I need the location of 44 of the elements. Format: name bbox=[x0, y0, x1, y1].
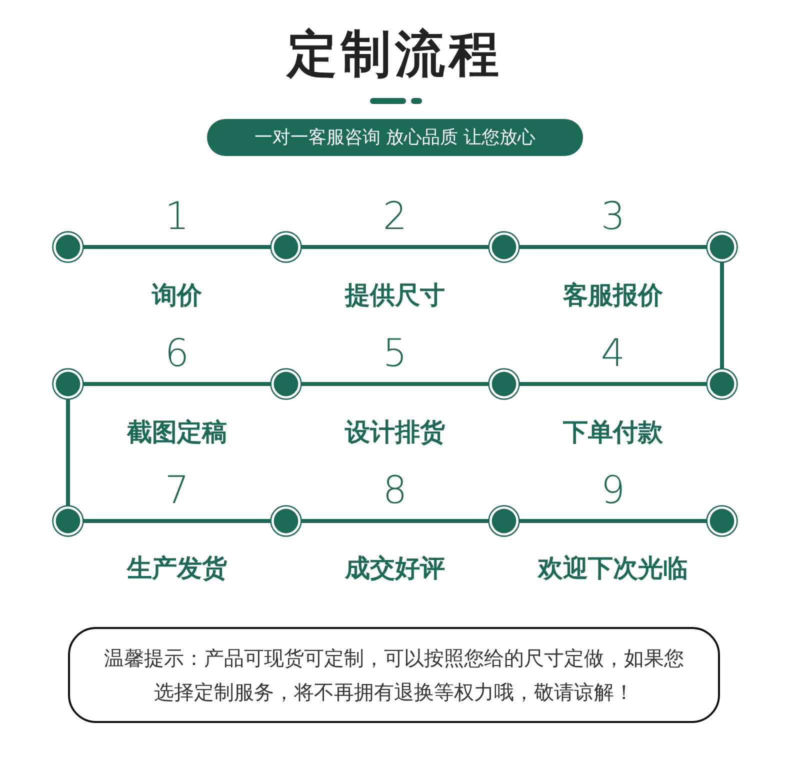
step-name: 设计排货 bbox=[345, 418, 445, 446]
step-number: 4 bbox=[600, 334, 626, 372]
step-number: 1 bbox=[164, 197, 190, 235]
step-dot bbox=[270, 368, 302, 400]
tagline-banner: 一对一客服咨询 放心品质 让您放心 bbox=[207, 119, 583, 156]
step-name: 生产发货 bbox=[127, 554, 227, 582]
title: 定制流程 bbox=[287, 24, 503, 84]
step-dot bbox=[488, 231, 520, 263]
connector-line bbox=[83, 245, 271, 249]
step-number: 9 bbox=[600, 471, 626, 509]
step-name: 成交好评 bbox=[345, 554, 445, 582]
connector-line bbox=[519, 519, 707, 523]
connector-line bbox=[83, 382, 271, 386]
connector-line bbox=[66, 399, 70, 506]
step-dot bbox=[270, 505, 302, 537]
step-number: 7 bbox=[164, 471, 190, 509]
connector-line bbox=[301, 245, 489, 249]
step-dot bbox=[488, 368, 520, 400]
connector-line bbox=[83, 519, 271, 523]
step-dot bbox=[52, 368, 84, 400]
connector-line bbox=[720, 262, 724, 369]
step-name: 提供尺寸 bbox=[345, 281, 445, 309]
step-name: 欢迎下次光临 bbox=[538, 554, 688, 582]
step-dot bbox=[706, 231, 738, 263]
connector-line bbox=[301, 382, 489, 386]
step-dot bbox=[52, 505, 84, 537]
connector-line bbox=[519, 245, 707, 249]
step-number: 8 bbox=[382, 471, 408, 509]
step-dot bbox=[706, 505, 738, 537]
step-name: 客服报价 bbox=[563, 281, 663, 309]
notice-card: 温馨提示：产品可现货可定制，可以按照您给的尺寸定做，如果您选择定制服务，将不再拥有退换等权力哦，敬请谅解！ bbox=[68, 627, 720, 723]
step-dot bbox=[488, 505, 520, 537]
step-name: 截图定稿 bbox=[127, 418, 227, 446]
step-name: 下单付款 bbox=[563, 418, 663, 446]
step-dot bbox=[52, 231, 84, 263]
connector-line bbox=[301, 519, 489, 523]
step-number: 3 bbox=[600, 197, 626, 235]
connector-line bbox=[519, 382, 707, 386]
step-dot bbox=[270, 231, 302, 263]
step-number: 2 bbox=[382, 197, 408, 235]
step-number: 6 bbox=[164, 334, 190, 372]
step-name: 询价 bbox=[152, 281, 202, 309]
step-number: 5 bbox=[382, 334, 408, 372]
step-dot bbox=[706, 368, 738, 400]
